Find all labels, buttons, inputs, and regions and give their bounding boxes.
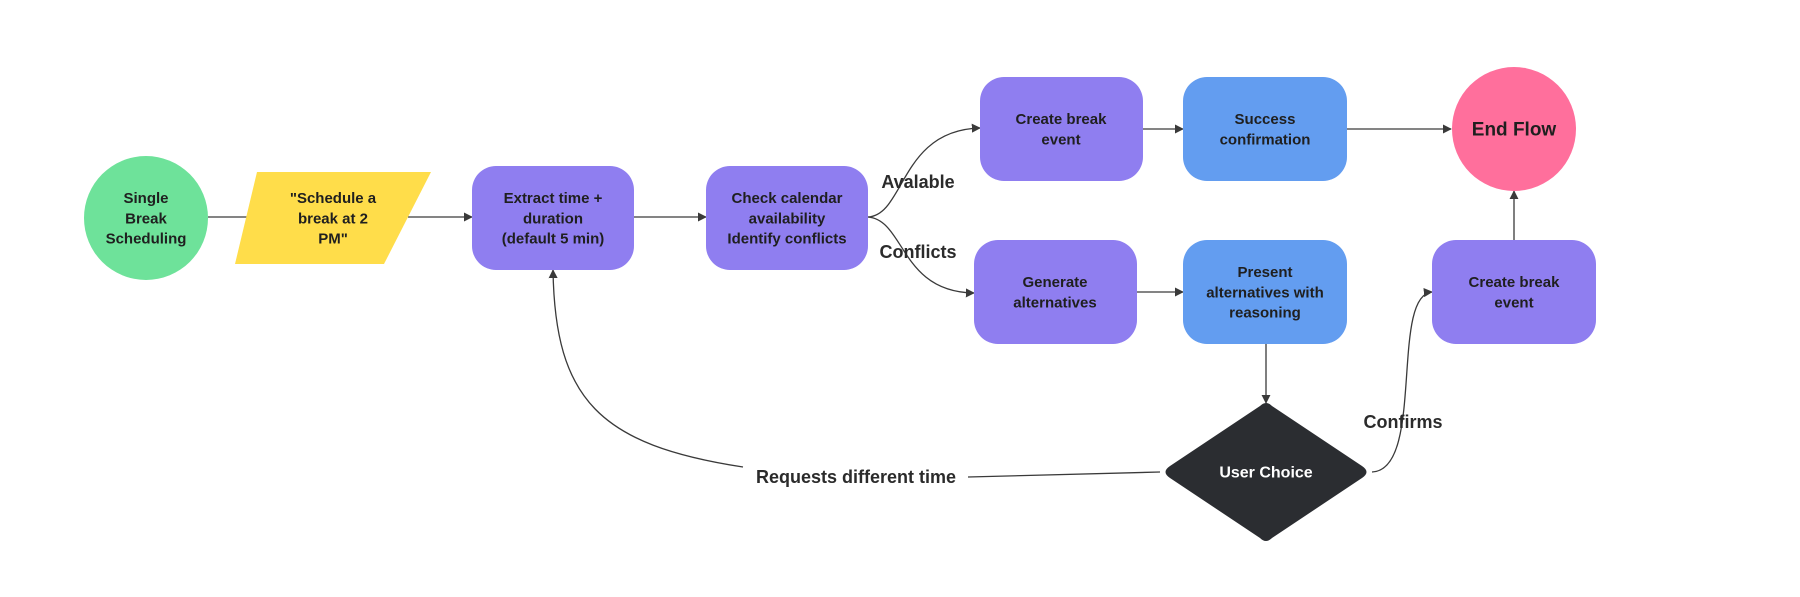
end-node-label: End Flow (1472, 120, 1557, 141)
input-label-line: break at 2 (298, 210, 368, 227)
edge-label-available: Avalable (881, 172, 954, 192)
edge-labels: Avalable Conflicts Confirms Requests dif… (756, 172, 1443, 487)
input-node[interactable] (235, 172, 431, 264)
generate-node-label: Generate alternatives (1013, 274, 1096, 311)
generate-node[interactable] (974, 240, 1137, 344)
success-node[interactable] (1183, 77, 1347, 181)
input-node-label: "Schedule a break at 2 PM" (290, 190, 377, 248)
edge-decision-to-extract (967, 471, 1161, 478)
generate-label-line: Generate (1022, 274, 1087, 291)
generate-label-line: alternatives (1013, 294, 1096, 311)
decision-node-label: User Choice (1219, 465, 1312, 482)
start-node[interactable] (84, 156, 208, 280)
check-label-line: availability (749, 210, 826, 227)
extract-label-line: Extract time + (504, 190, 603, 207)
edge-requests-to-extract (548, 269, 744, 468)
end-node[interactable] (1452, 67, 1576, 191)
edge-label-requests-different-time: Requests different time (756, 467, 956, 487)
check-node[interactable] (706, 166, 868, 270)
present-node-label: Present alternatives with reasoning (1206, 264, 1324, 322)
extract-label-line: (default 5 min) (502, 231, 605, 248)
extract-node-label: Extract time + duration (default 5 min) (502, 190, 605, 248)
success-label-line: confirmation (1220, 131, 1311, 148)
extract-label-line: duration (523, 210, 583, 227)
end-label-line: End Flow (1472, 120, 1557, 141)
edge-label-conflicts: Conflicts (879, 242, 956, 262)
decision-label-line: User Choice (1219, 465, 1312, 482)
create_right-label-line: Create break (1469, 274, 1561, 291)
success-node-label: Success confirmation (1220, 111, 1311, 148)
success-label-line: Success (1235, 111, 1296, 128)
create_top-label-line: Create break (1016, 111, 1108, 128)
check-label-line: Identify conflicts (727, 231, 846, 248)
edge-decision-to-create-right (1371, 288, 1433, 473)
start-label-line: Single (123, 190, 168, 207)
present-node[interactable] (1183, 240, 1347, 344)
present-label-line: alternatives with (1206, 284, 1324, 301)
extract-node[interactable] (472, 166, 634, 270)
edge-check-to-generate (867, 216, 975, 298)
edge-check-to-create-top (867, 123, 981, 218)
start-label-line: Scheduling (106, 231, 187, 248)
edge-label-confirms: Confirms (1363, 412, 1442, 432)
check-label-line: Check calendar (732, 190, 843, 207)
create_right-label-line: event (1494, 294, 1533, 311)
create-break-event-right-label: Create break event (1469, 274, 1561, 311)
create-break-event-top-node[interactable] (980, 77, 1143, 181)
edges (208, 123, 1519, 478)
start-label-line: Break (125, 210, 167, 227)
input-label-line: PM" (318, 231, 348, 248)
input-label-line: "Schedule a (290, 190, 377, 207)
create-break-event-top-label: Create break event (1016, 111, 1108, 148)
create_top-label-line: event (1041, 131, 1080, 148)
present-label-line: Present (1237, 264, 1292, 281)
create-break-event-right-node[interactable] (1432, 240, 1596, 344)
present-label-line: reasoning (1229, 305, 1301, 322)
decision-node[interactable] (1165, 403, 1367, 541)
